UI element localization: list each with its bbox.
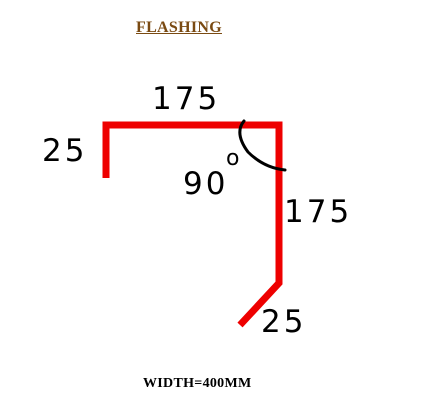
flashing-profile-line: [102, 121, 283, 328]
diagram-title: FLASHING: [136, 19, 222, 36]
width-note: WIDTH=400MM: [143, 376, 252, 391]
left-return-label: 25: [42, 133, 87, 169]
angle-arc-icon: [238, 119, 287, 172]
right-length-label: 175: [284, 194, 352, 230]
bottom-return-label: 25: [261, 304, 306, 340]
degree-symbol: o: [226, 146, 239, 171]
angle-label: 90: [183, 166, 228, 202]
top-length-label: 175: [152, 81, 220, 117]
